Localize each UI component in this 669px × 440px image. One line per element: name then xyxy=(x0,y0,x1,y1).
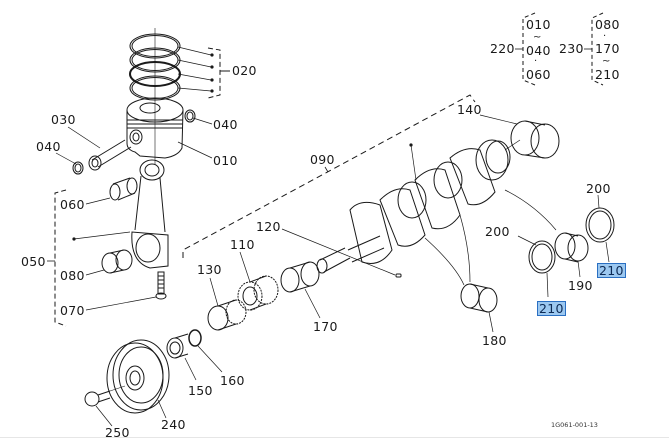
callout-060[interactable]: 060 xyxy=(60,197,85,212)
callout-180[interactable]: 180 xyxy=(482,333,507,348)
callout-050[interactable]: 050 xyxy=(21,254,46,269)
leader-040-left xyxy=(55,152,77,165)
bracket-090 xyxy=(182,94,476,258)
ring-leaders xyxy=(177,46,212,92)
drawing-code: 1G061-001-13 xyxy=(551,421,598,429)
leader-190 xyxy=(577,260,581,278)
leader-180 xyxy=(488,311,494,333)
legend-220-item-2: ~ xyxy=(533,32,542,43)
leader-170 xyxy=(304,288,321,319)
bearing-180 xyxy=(460,283,498,313)
legend-220-item-3: 040 xyxy=(526,43,551,58)
callout-080[interactable]: 080 xyxy=(60,268,85,283)
leader-070 xyxy=(85,296,157,311)
callout-010[interactable]: 010 xyxy=(213,153,238,168)
callout-210-right-highlighted[interactable]: 210 xyxy=(597,263,626,278)
leader-210-right xyxy=(605,241,610,263)
bracket-050 xyxy=(54,189,67,327)
crank-key xyxy=(395,273,402,278)
legend-230-item-4: ~ xyxy=(602,56,611,67)
leader-210-left xyxy=(546,272,549,298)
leader-rod-dot xyxy=(73,231,131,240)
callout-210-left-highlighted[interactable]: 210 xyxy=(537,301,566,316)
leader-140 xyxy=(479,114,518,125)
callout-170[interactable]: 170 xyxy=(313,319,338,334)
arrow-crank-180b xyxy=(459,214,471,283)
leader-120 xyxy=(281,228,396,276)
callout-240[interactable]: 240 xyxy=(161,417,186,432)
bearing-140 xyxy=(510,120,560,159)
legend-230-item-3: 170 xyxy=(595,41,620,56)
leader-crank-dot xyxy=(410,144,417,181)
small-end-bushing xyxy=(109,177,138,201)
leader-200-left xyxy=(517,235,537,246)
leader-250 xyxy=(95,405,113,427)
leader-030 xyxy=(67,126,101,149)
legend-230-item-2: · xyxy=(603,31,607,42)
piston xyxy=(126,97,184,159)
leader-010 xyxy=(177,141,213,159)
bracket-020 xyxy=(207,47,221,99)
legend-230-item-5: 210 xyxy=(595,67,620,82)
piston-pin xyxy=(88,139,132,171)
connecting-rod xyxy=(131,159,169,269)
rod-bolt xyxy=(155,271,167,300)
leader-150 xyxy=(184,357,197,381)
leader-200-right xyxy=(597,194,600,209)
leader-040-right xyxy=(192,117,213,125)
legend-220-item-4: · xyxy=(534,56,538,67)
callout-190[interactable]: 190 xyxy=(568,278,593,293)
snap-ring-right xyxy=(184,109,196,123)
leader-240 xyxy=(157,399,167,419)
rod-dot xyxy=(72,237,76,241)
o-ring-160 xyxy=(188,329,202,347)
callout-030[interactable]: 030 xyxy=(51,112,76,127)
piston-rings xyxy=(129,28,181,165)
leader-090 xyxy=(324,166,329,173)
crankpin-bearing xyxy=(101,249,133,274)
leader-130 xyxy=(209,277,219,307)
ring-dots xyxy=(210,53,214,93)
callout-020[interactable]: 020 xyxy=(232,63,257,78)
callout-110[interactable]: 110 xyxy=(230,237,255,252)
leader-160 xyxy=(197,345,223,373)
snap-ring-left xyxy=(72,161,84,175)
crankshaft xyxy=(316,139,521,274)
callout-200-left[interactable]: 200 xyxy=(485,224,510,239)
callout-040-left[interactable]: 040 xyxy=(36,139,61,154)
crank-dot xyxy=(409,143,413,147)
callout-090[interactable]: 090 xyxy=(310,152,335,167)
pulley-bolt xyxy=(84,385,126,407)
thrust-washer-left xyxy=(528,240,556,274)
leader-060 xyxy=(85,197,111,205)
callout-150[interactable]: 150 xyxy=(188,383,213,398)
bushing-170 xyxy=(280,261,320,293)
leader-110 xyxy=(239,251,251,283)
leader-080 xyxy=(85,269,105,276)
arrow-crank-190 xyxy=(504,189,557,231)
callout-070[interactable]: 070 xyxy=(60,303,85,318)
collar-150 xyxy=(166,333,189,359)
legend-230-item-1: 080 xyxy=(595,17,620,32)
callout-120[interactable]: 120 xyxy=(256,219,281,234)
legend-220-item-1: 010 xyxy=(526,17,551,32)
thrust-washer-right xyxy=(585,207,615,243)
gear-130 xyxy=(207,299,247,331)
legend-230-label[interactable]: 230 xyxy=(559,41,584,56)
callout-160[interactable]: 160 xyxy=(220,373,245,388)
callout-140[interactable]: 140 xyxy=(457,102,482,117)
legend-220-label[interactable]: 220 xyxy=(490,41,515,56)
legend-220-item-5: 060 xyxy=(526,67,551,82)
pulley-240 xyxy=(106,339,170,414)
arrow-crank-180a xyxy=(424,237,465,286)
bearing-190 xyxy=(554,232,589,263)
callout-250[interactable]: 250 xyxy=(105,425,130,440)
callout-200-right[interactable]: 200 xyxy=(586,181,611,196)
callout-130[interactable]: 130 xyxy=(197,262,222,277)
callout-040-right[interactable]: 040 xyxy=(213,117,238,132)
